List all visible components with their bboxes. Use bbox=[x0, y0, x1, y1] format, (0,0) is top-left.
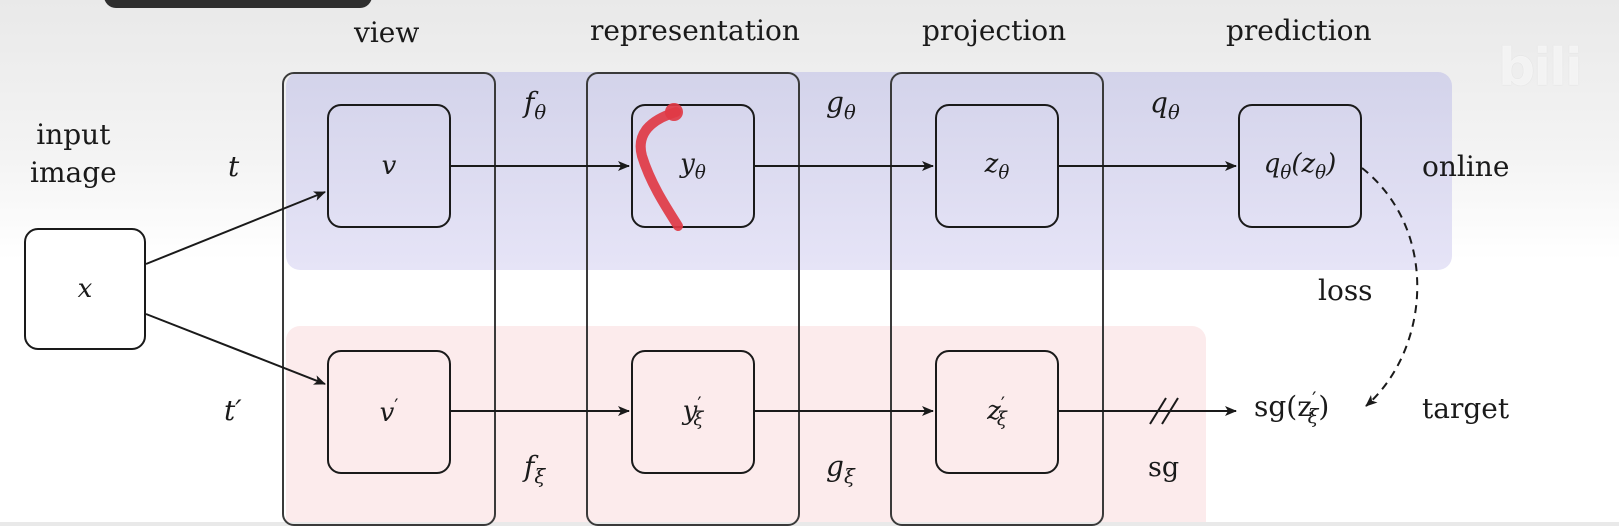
node-v-label: v bbox=[381, 151, 397, 181]
node-z-xi-label: z′ξ bbox=[987, 393, 1007, 431]
input-node-x[interactable]: x bbox=[24, 228, 146, 350]
red-pen-annotation bbox=[635, 107, 683, 231]
input-image-label: input image bbox=[30, 118, 117, 189]
projector-g-theta: gθ bbox=[826, 86, 856, 124]
node-y-xi-label: y′ξ bbox=[682, 393, 704, 431]
arrow-x-to-v bbox=[145, 191, 326, 265]
node-y-xi[interactable]: y′ξ bbox=[631, 350, 755, 474]
video-overlay-bar bbox=[104, 0, 372, 8]
header-prediction: prediction bbox=[1226, 14, 1372, 47]
header-projection: projection bbox=[922, 14, 1067, 47]
node-sg-z-xi[interactable]: sg(z′ξ) bbox=[1254, 388, 1330, 428]
node-q-theta-label: qθ(zθ) bbox=[1263, 148, 1337, 184]
encoder-f-xi: fξ bbox=[524, 450, 546, 488]
stop-gradient-tick-2 bbox=[1161, 397, 1179, 425]
node-z-theta-label: zθ bbox=[984, 148, 1010, 184]
loss-dashed-arrow bbox=[1361, 167, 1419, 407]
header-representation: representation bbox=[590, 14, 800, 47]
encoder-f-theta: fθ bbox=[524, 86, 547, 124]
node-y-theta-label: yθ bbox=[680, 148, 706, 184]
online-label: online bbox=[1422, 150, 1510, 183]
arrow-x-to-v-prime bbox=[145, 313, 326, 385]
input-node-label: x bbox=[77, 274, 93, 304]
red-pen-dot bbox=[665, 103, 683, 121]
augmentation-t-prime: t′ bbox=[224, 394, 242, 427]
stop-gradient-tick-1 bbox=[1149, 397, 1167, 425]
node-y-theta[interactable]: yθ bbox=[631, 104, 755, 228]
target-label: target bbox=[1422, 392, 1510, 425]
node-v-prime-label: v′ bbox=[379, 395, 399, 429]
node-v[interactable]: v bbox=[327, 104, 451, 228]
augmentation-t: t bbox=[228, 150, 240, 183]
predictor-q-theta: qθ bbox=[1150, 86, 1180, 124]
stop-gradient-label: sg bbox=[1148, 452, 1180, 483]
loss-label: loss bbox=[1318, 274, 1373, 307]
projector-g-xi: gξ bbox=[826, 450, 855, 488]
site-watermark: bili bbox=[1498, 38, 1583, 98]
header-view: view bbox=[354, 16, 420, 49]
node-z-xi[interactable]: z′ξ bbox=[935, 350, 1059, 474]
node-z-theta[interactable]: zθ bbox=[935, 104, 1059, 228]
node-v-prime[interactable]: v′ bbox=[327, 350, 451, 474]
node-q-theta[interactable]: qθ(zθ) bbox=[1238, 104, 1362, 228]
